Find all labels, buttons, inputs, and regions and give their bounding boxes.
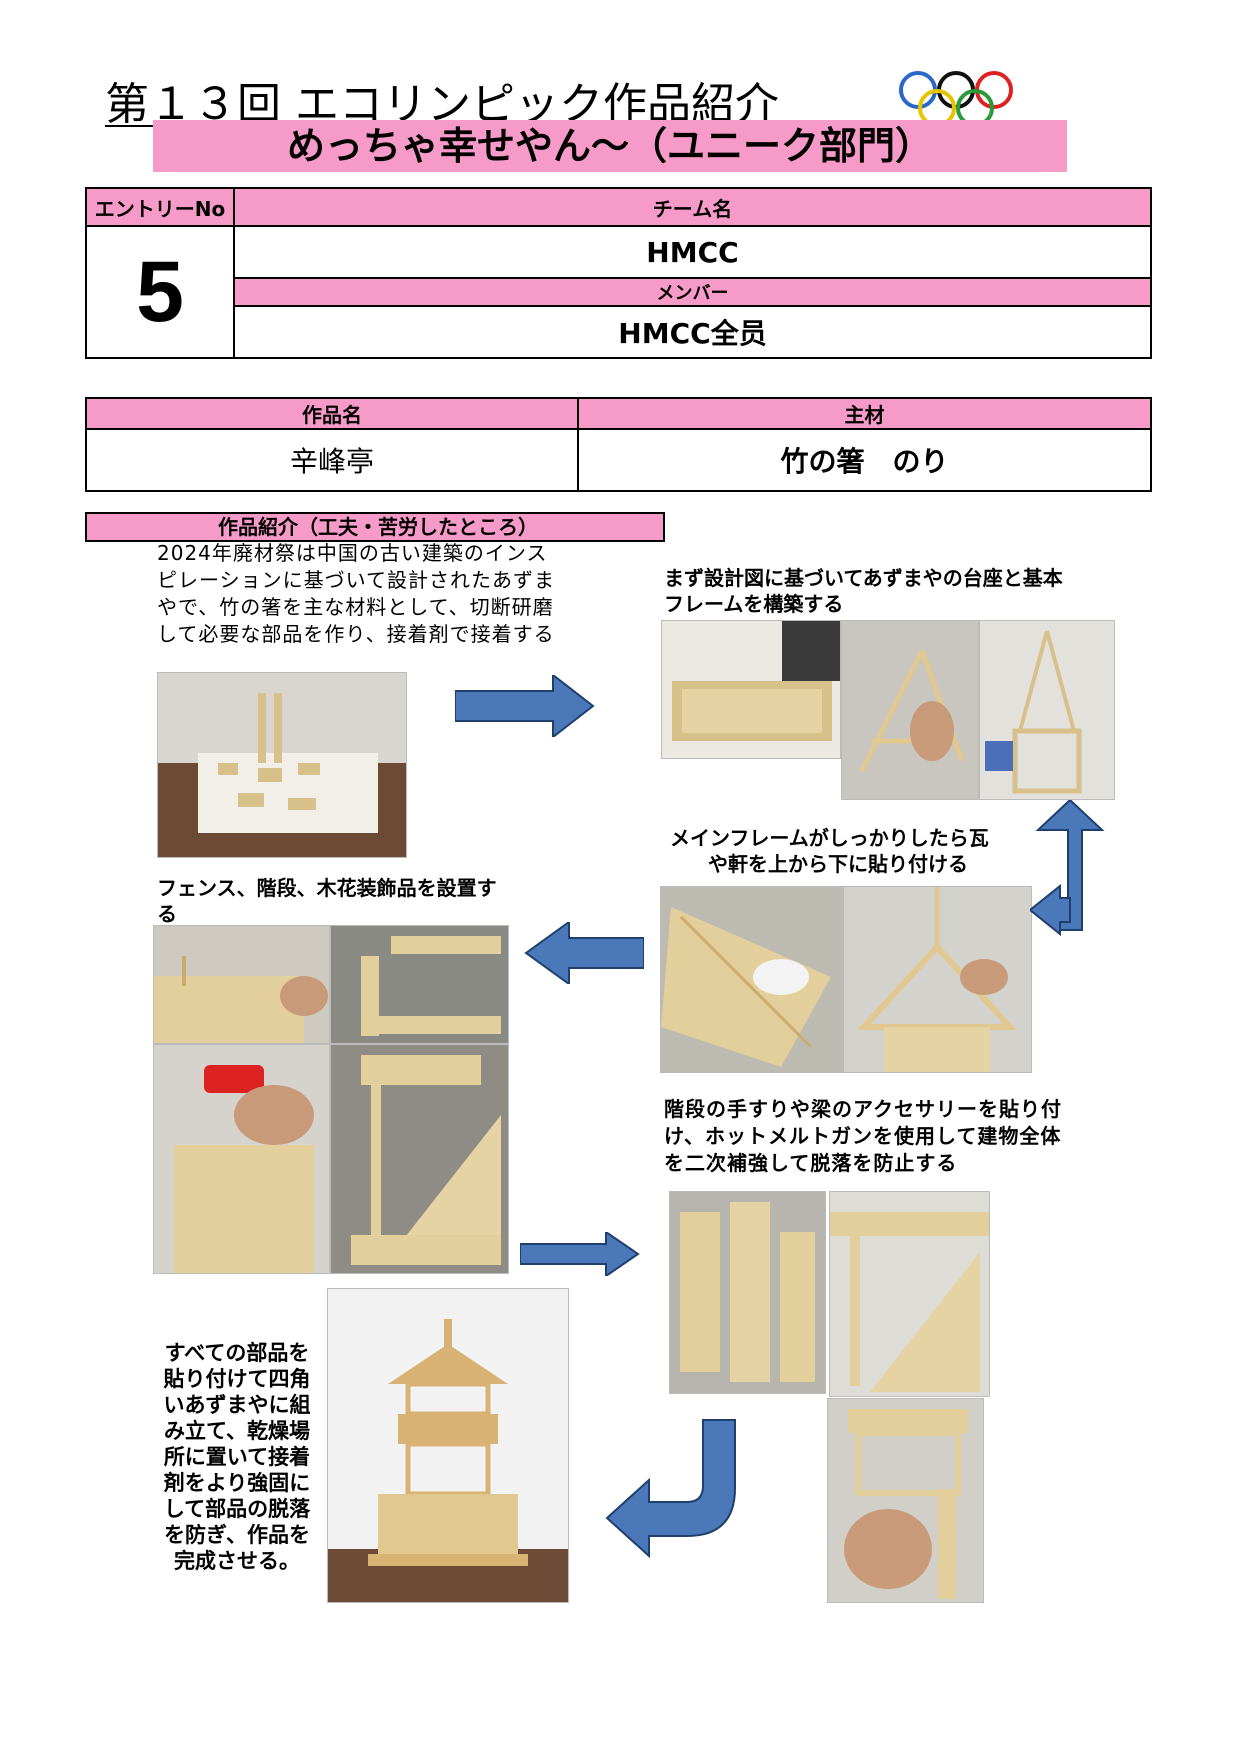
fence-photo-1 — [153, 925, 330, 1044]
fence-photo-2 — [330, 925, 509, 1044]
intro-section-label: 作品紹介（工夫・苦労したところ） — [218, 515, 538, 539]
step6-text: すべての部品を貼り付けて四角いあずまやに組み立て、乾燥場所に置いて接着剤をより強… — [163, 1341, 311, 1573]
finished-pavilion-photo — [327, 1288, 569, 1603]
ecolympic-logo — [838, 70, 1078, 130]
frame-photo-1 — [841, 620, 979, 800]
member-label: メンバー — [233, 277, 1152, 307]
material-value: 竹の箸 のり — [577, 428, 1152, 492]
arrow-up-left-icon — [1030, 800, 1105, 937]
reinforce-photo-1 — [669, 1191, 826, 1394]
material-label: 主材 — [577, 397, 1152, 430]
stairs-photo — [330, 1044, 509, 1274]
roof-photo-2 — [843, 886, 1032, 1073]
arrow-left-icon — [524, 922, 644, 984]
glue-gun-photo — [153, 1044, 330, 1274]
work-name: 辛峰亭 — [85, 428, 579, 492]
intro-section-header: 作品紹介（工夫・苦労したところ） — [85, 512, 665, 542]
step1-text: 2024年廃材祭は中国の古い建築のインスピレーションに基づいて設計されたあずまや… — [157, 541, 555, 646]
step3-text: メインフレームがしっかりしたら瓦 や軒を上から下に貼り付ける — [670, 825, 1000, 877]
step5-text: 階段の手すりや梁のアクセサリーを貼り付け、ホットメルトガンを使用して建物全体を二… — [664, 1097, 1062, 1175]
entry-number: 5 — [85, 225, 235, 359]
category-subtitle: めっちゃ幸せやん～（ユニーク部門） — [153, 120, 1067, 172]
reinforce-photo-3 — [827, 1398, 984, 1603]
step3-line2: や軒を上から下に貼り付ける — [708, 852, 968, 876]
frame-photo-2 — [979, 620, 1115, 800]
team-label: チーム名 — [233, 187, 1152, 227]
work-table: 作品名 主材 辛峰亭 竹の箸 のり — [85, 397, 1152, 492]
parts-photo — [157, 672, 407, 858]
team-name: HMCC — [233, 225, 1152, 279]
step3-line1: メインフレームがしっかりしたら瓦 — [670, 826, 989, 850]
entry-table: エントリーNo チーム名 5 HMCC メンバー HMCC全员 — [85, 187, 1152, 359]
step4-text: フェンス、階段、木花装飾品を設置する — [157, 876, 497, 926]
arrow-right-small-icon — [520, 1232, 640, 1276]
step2-text: まず設計図に基づいてあずまやの台座と基本フレームを構築する — [664, 566, 1063, 616]
roof-photo-1 — [660, 886, 843, 1073]
work-label: 作品名 — [85, 397, 579, 430]
arrow-down-left-icon — [605, 1419, 736, 1558]
arrow-right-icon — [455, 675, 595, 737]
reinforce-photo-2 — [829, 1191, 990, 1397]
member-names: HMCC全员 — [233, 305, 1152, 359]
base-photo — [661, 620, 841, 759]
entry-label: エントリーNo — [85, 187, 235, 227]
